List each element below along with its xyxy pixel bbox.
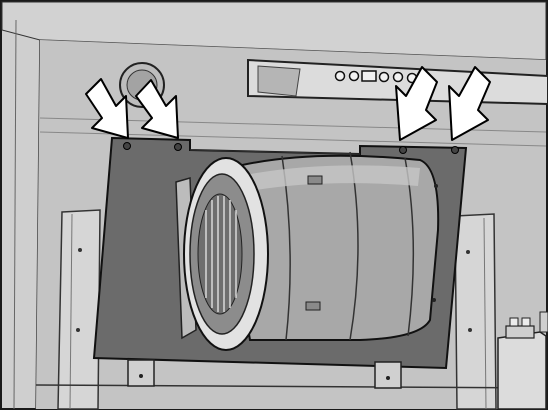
blower-housing <box>220 151 440 341</box>
bottom-tab-right <box>374 361 402 389</box>
electrical-box <box>497 311 548 410</box>
arrow-3 <box>395 66 438 141</box>
bottom-tab-left <box>127 359 155 387</box>
arrow-down-left-icon <box>395 66 491 141</box>
mounting-plate-fold <box>189 149 361 155</box>
blower-intake <box>175 157 269 351</box>
circle-button-icon <box>334 70 418 84</box>
hood-left-panel-edge <box>13 19 17 410</box>
right-rail <box>454 213 497 410</box>
screw-icon <box>123 142 459 154</box>
bottom-frame-line <box>35 384 547 389</box>
arrow-4 <box>448 66 491 141</box>
arrow-down-right-icon <box>85 78 179 139</box>
arrow-2 <box>135 79 179 139</box>
left-rail <box>57 209 101 410</box>
arrow-1 <box>85 78 129 139</box>
